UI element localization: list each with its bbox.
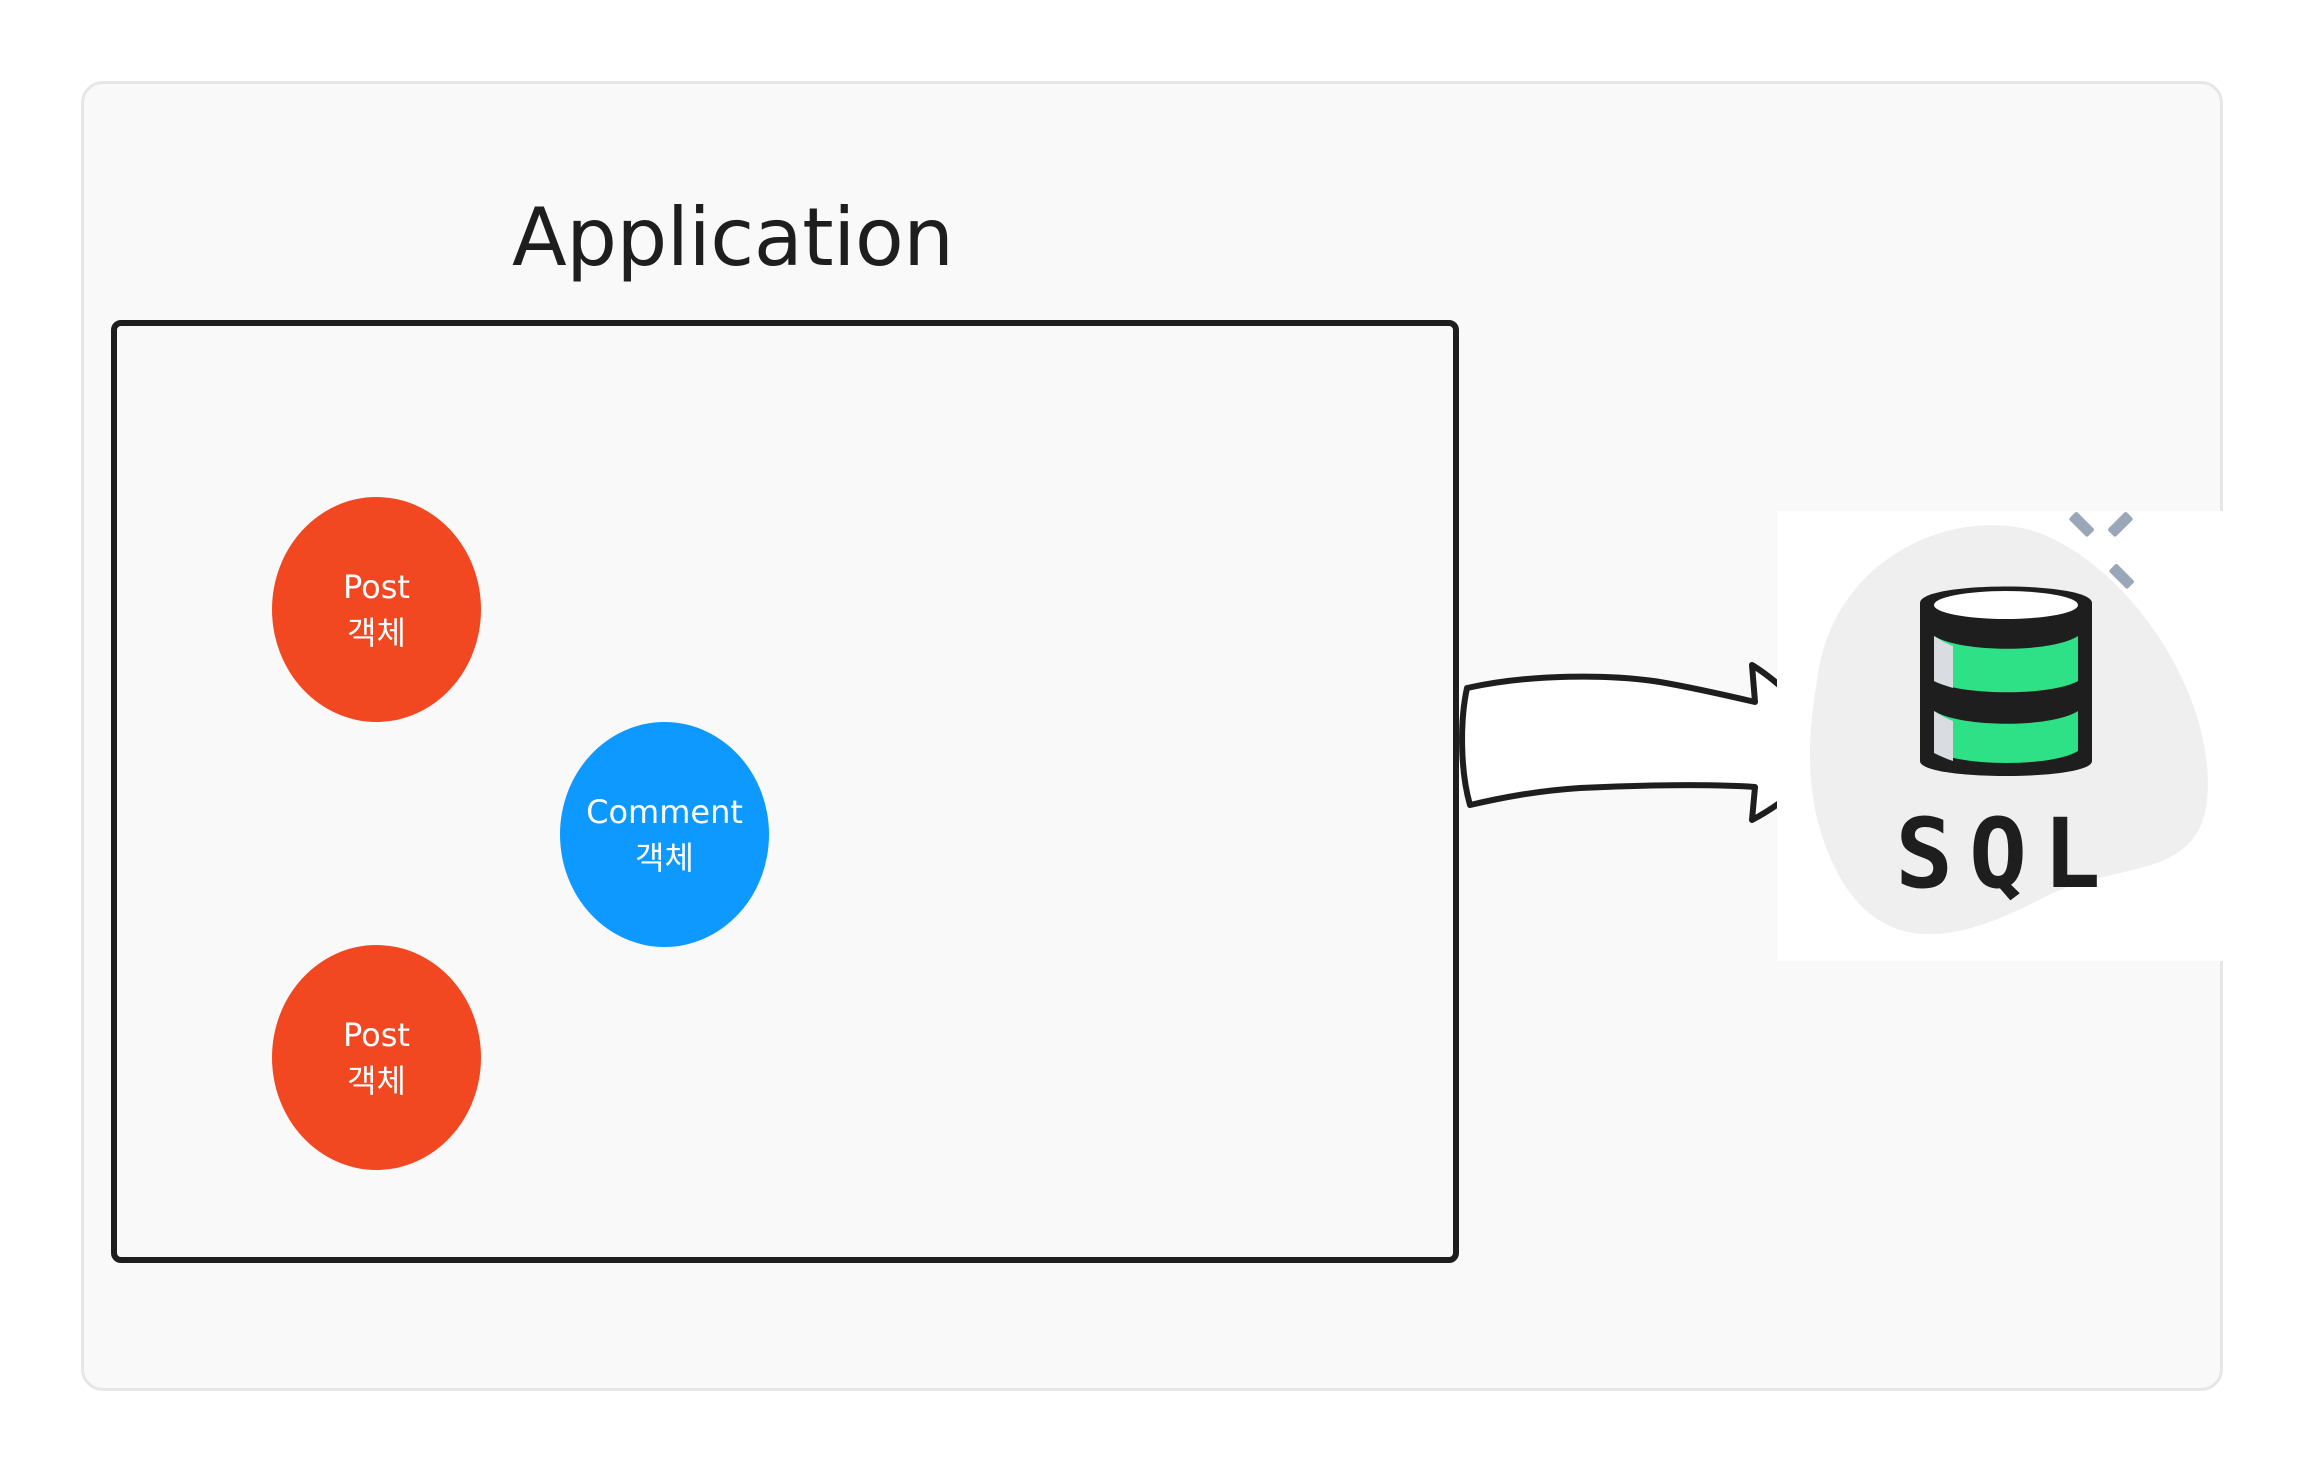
node-label: Post xyxy=(343,567,410,606)
post-object-node[interactable]: Post 객체 xyxy=(272,497,481,722)
node-sublabel: 객체 xyxy=(635,838,694,877)
node-label: Post xyxy=(343,1015,410,1054)
node-label: Comment xyxy=(586,792,743,831)
sql-label: SQL xyxy=(1895,798,2116,910)
node-sublabel: 객체 xyxy=(347,1061,406,1100)
comment-object-node[interactable]: Comment 객체 xyxy=(560,722,769,947)
application-title: Application xyxy=(512,191,954,284)
sparkle-icon xyxy=(2069,512,2134,589)
database-icon: SQL xyxy=(1809,512,2208,935)
node-sublabel: 객체 xyxy=(347,613,406,652)
application-container xyxy=(111,320,1459,1263)
post-object-node[interactable]: Post 객체 xyxy=(272,945,481,1170)
database-cylinder xyxy=(1920,586,2092,776)
sql-database[interactable]: SQL xyxy=(1777,511,2227,961)
